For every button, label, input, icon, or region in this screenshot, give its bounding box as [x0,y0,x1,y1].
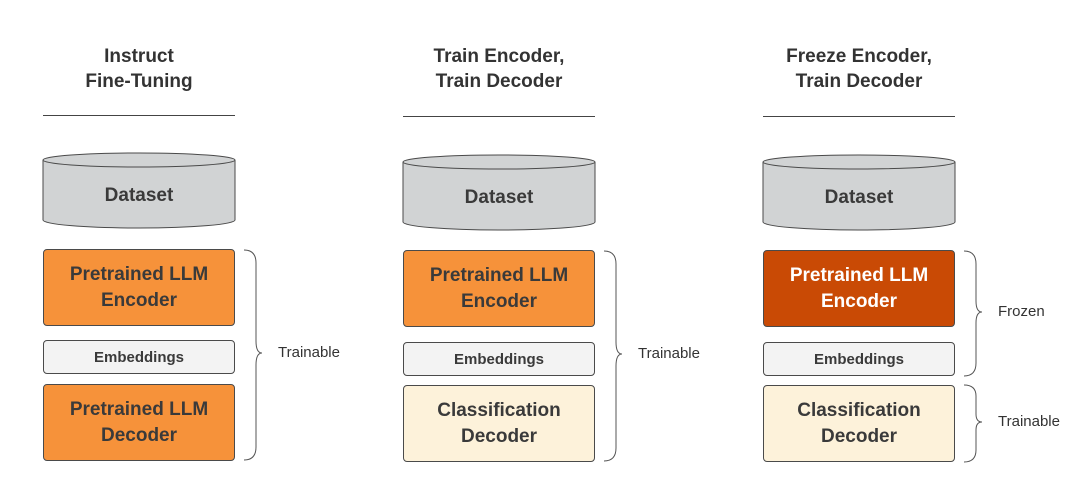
column-title-line1: Train Encoder, [433,46,565,67]
decoder-line1: Pretrained LLM [69,398,209,420]
column-freeze-encoder-train-decoder: Freeze Encoder, Train Decoder Dataset Pr… [760,0,1060,501]
dataset-cylinder-icon [42,152,236,229]
title-divider [403,116,595,117]
embeddings-label: Embeddings [813,350,904,368]
embeddings-label: Embeddings [453,350,544,368]
dataset-cylinder-icon [402,154,596,231]
column-train-encoder-train-decoder: Train Encoder, Train Decoder Dataset Pre… [400,0,700,501]
encoder-line1: Pretrained LLM [429,264,569,286]
frozen-encoder-box: Pretrained LLM Encoder [763,250,955,327]
decoder-line2: Decoder [100,424,178,446]
brace-label-trainable: Trainable [278,344,340,361]
classification-decoder-box: Classification Decoder [763,385,955,462]
decoder-line1: Classification [797,399,921,421]
pretrained-encoder-box: Pretrained LLM Encoder [43,249,235,326]
classification-decoder-box: Classification Decoder [403,385,595,462]
embeddings-label: Embeddings [93,348,184,366]
column-title-line2: Train Decoder [795,71,923,92]
encoder-line2: Encoder [100,289,178,311]
column-title-line2: Train Decoder [435,71,563,92]
trainable-brace-icon [243,249,263,461]
embeddings-box: Embeddings [763,342,955,376]
embeddings-box: Embeddings [43,340,235,374]
brace-label-trainable: Trainable [998,413,1060,430]
column-instruct-fine-tuning: Instruct Fine-Tuning Dataset Pretrained … [40,0,340,501]
column-title-line1: Instruct [104,46,174,67]
encoder-line1: Pretrained LLM [789,264,929,286]
dataset-label: Dataset [104,185,174,206]
decoder-line1: Classification [437,399,561,421]
decoder-line2: Decoder [820,425,898,447]
dataset-label: Dataset [464,187,534,208]
trainable-brace-icon [963,384,983,463]
encoder-line2: Encoder [460,290,538,312]
column-title: Freeze Encoder, Train Decoder [760,44,958,94]
column-title-line1: Freeze Encoder, [786,46,932,67]
frozen-brace-icon [963,250,983,377]
column-title-line2: Fine-Tuning [85,71,193,92]
column-title: Train Encoder, Train Decoder [400,44,598,94]
pretrained-encoder-box: Pretrained LLM Encoder [403,250,595,327]
encoder-line1: Pretrained LLM [69,263,209,285]
pretrained-decoder-box: Pretrained LLM Decoder [43,384,235,461]
column-title: Instruct Fine-Tuning [40,44,238,94]
trainable-brace-icon [603,250,623,462]
decoder-line2: Decoder [460,425,538,447]
title-divider [763,116,955,117]
title-divider [43,115,235,116]
dataset-label: Dataset [824,187,894,208]
embeddings-box: Embeddings [403,342,595,376]
encoder-line2: Encoder [820,290,898,312]
brace-label-trainable: Trainable [638,345,700,362]
brace-label-frozen: Frozen [998,303,1045,320]
dataset-cylinder-icon [762,154,956,231]
